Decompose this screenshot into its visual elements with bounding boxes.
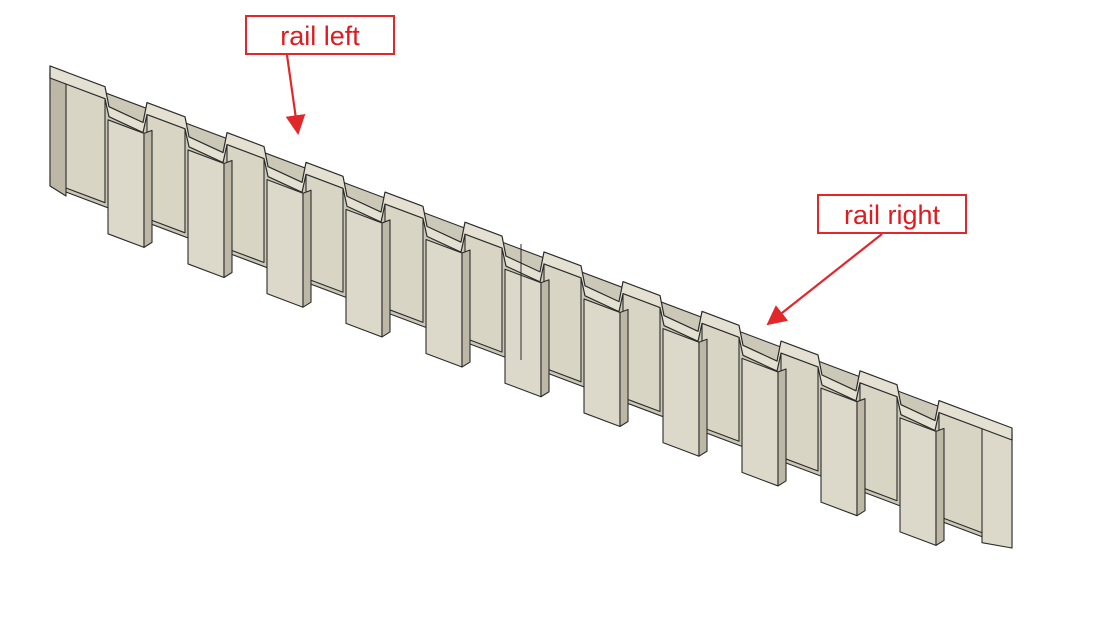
callout-rail-right: rail right [766, 194, 967, 326]
rail-panel-side [143, 129, 153, 248]
callout-label-rail-left: rail left [280, 21, 360, 51]
rail-panel-side [461, 249, 471, 368]
callout-arrow-rail-right [766, 233, 883, 326]
callout-label-rail-right: rail right [844, 200, 941, 230]
rail-panel-side [540, 279, 550, 398]
rail-front-panel [899, 417, 937, 546]
callout-rail-left: rail left [245, 15, 395, 135]
callout-arrow-rail-left [285, 54, 306, 135]
rail-panel-side [302, 189, 312, 308]
rail-panels [49, 65, 1013, 549]
rail-panel-side [381, 219, 391, 338]
rail-end-cap-right [981, 426, 1013, 549]
rail-panel-side [856, 398, 866, 517]
rail-panel-side [223, 159, 233, 279]
rail-front-panel [583, 298, 621, 428]
rail-panel-side [619, 308, 629, 428]
rail-panel-side [935, 427, 945, 546]
rail-model [49, 65, 1013, 549]
rail-front-panel [662, 328, 700, 457]
rail-front-panel [820, 387, 858, 517]
rail-panel-side [777, 368, 787, 487]
rail-front-panel [504, 268, 542, 398]
rail-panel-side [698, 338, 708, 457]
rail-front-panel [425, 238, 463, 368]
rail-front-panel [107, 119, 145, 248]
rail-back-panel [384, 201, 424, 323]
rail-front-panel [741, 357, 779, 487]
rail-back-panel [61, 79, 106, 204]
rail-front-panel [345, 208, 383, 338]
callout-box-rail-left [245, 15, 395, 55]
rail-front-panel [187, 149, 225, 279]
rail-front-panel [266, 179, 304, 308]
rail-end-cap-left [49, 65, 67, 197]
callout-box-rail-right [817, 194, 967, 234]
rail-top-edge [49, 65, 1013, 441]
rail-back-panel [146, 111, 186, 234]
